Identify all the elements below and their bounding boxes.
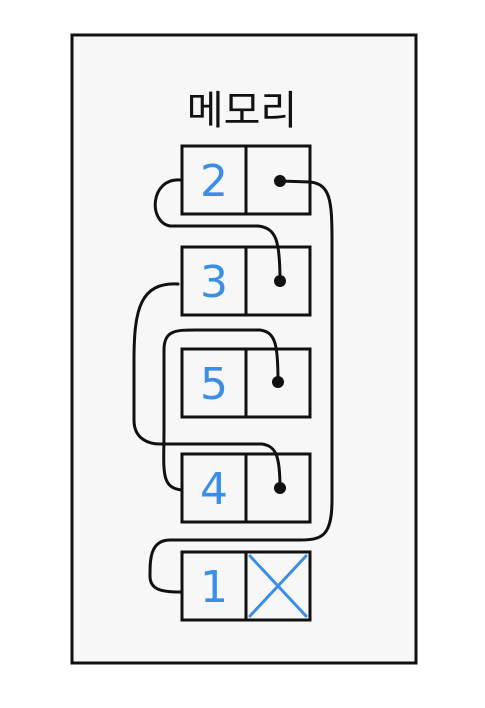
pointer-link (162, 328, 280, 492)
memory-title: 메모리 (187, 88, 297, 134)
node-value-box (180, 550, 248, 622)
pointer-dot (274, 482, 286, 494)
pointer-dot (274, 175, 286, 187)
node-cell-3: 5 (180, 347, 312, 419)
node-value: 4 (200, 464, 228, 515)
node-cell-4: 4 (180, 452, 312, 524)
pointer-link (153, 178, 282, 283)
node-cell-2: 3 (180, 245, 312, 317)
pointer-dot (272, 376, 284, 388)
node-value: 3 (200, 257, 228, 308)
node-value: 1 (200, 562, 228, 613)
pointer-link (148, 179, 334, 594)
node-value-box (180, 144, 248, 216)
node-value-box (180, 452, 248, 524)
pointer-link (132, 282, 282, 490)
node-value: 2 (200, 156, 228, 207)
node-value-box (180, 245, 248, 317)
null-pointer-icon-stroke (248, 554, 308, 618)
pointer-dot (274, 275, 286, 287)
node-value: 5 (200, 359, 228, 410)
node-cell-5: 1 (180, 550, 312, 622)
node-value-box (180, 347, 248, 419)
